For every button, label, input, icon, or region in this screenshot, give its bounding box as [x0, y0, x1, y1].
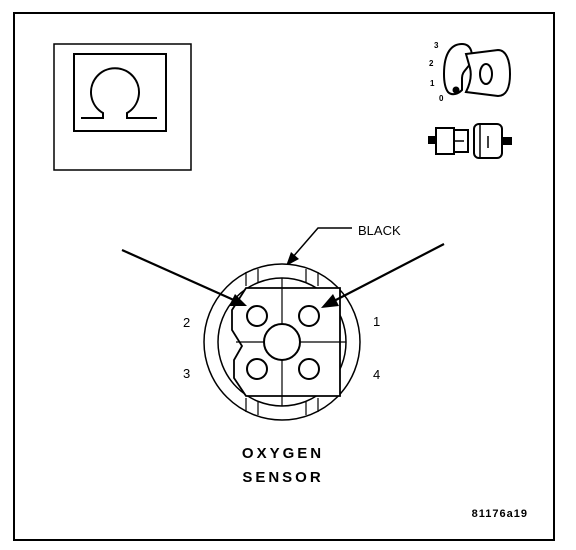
- connector-disconnect-icon: [428, 123, 512, 159]
- component-title-line2: SENSOR: [242, 469, 323, 486]
- ohmmeter-icon: [53, 43, 192, 171]
- ignition-key-icon: 3 2 1 0: [429, 41, 512, 103]
- ignition-position-2: 2: [429, 59, 434, 68]
- pin-label-2: 2: [183, 315, 190, 330]
- ignition-position-3: 3: [434, 41, 439, 50]
- black-callout: BLACK: [286, 223, 401, 266]
- pin-label-3: 3: [183, 366, 190, 381]
- component-title-line1: OXYGEN: [242, 445, 324, 462]
- pin-cavity-2: [246, 305, 268, 327]
- sensor-connector-face: [203, 263, 361, 421]
- figure-code: 81176a19: [472, 508, 528, 520]
- pin-label-1: 1: [373, 314, 380, 329]
- callout-black-label: BLACK: [358, 223, 401, 238]
- pin-cavity-1: [298, 305, 320, 327]
- ignition-position-0: 0: [439, 94, 444, 103]
- ignition-position-1: 1: [430, 79, 435, 88]
- pin-cavity-3: [246, 358, 268, 380]
- pin-cavity-4: [298, 358, 320, 380]
- test-probe-arrows: [121, 243, 445, 308]
- pin-label-4: 4: [373, 367, 380, 382]
